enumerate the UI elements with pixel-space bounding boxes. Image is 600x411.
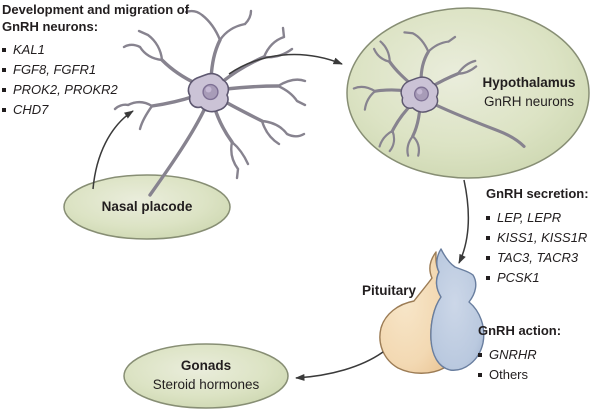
development-migration-gene-list: KAL1 FGF8, FGFR1 PROK2, PROKR2 CHD7 [2,40,202,120]
gene-item: GNRHR [478,345,598,365]
gnrh-secretion-title: GnRH secretion: [486,186,589,201]
bullet-icon [478,373,482,377]
gene-item: KAL1 [2,40,202,60]
gnrh-action-list: GNRHR Others [478,345,598,385]
gene-item: LEP, LEPR [486,208,600,228]
gnrh-action-block: GnRH action: GNRHR Others [478,322,598,385]
neuron-dendrites [148,38,280,197]
hypothalamus-ellipse [346,7,590,179]
gene-item: FGF8, FGFR1 [2,60,202,80]
gene-item: TAC3, TACR3 [486,248,600,268]
bullet-icon [2,108,6,112]
hypothalamus-title: Hypothalamus [482,75,576,90]
neuron-dendrite-tips [113,9,307,180]
gene-item: KISS1, KISS1R [486,228,600,248]
gonads-label: Gonads Steroid hormones [123,356,289,394]
neuron-nucleus [414,86,429,102]
development-migration-block: Development and migration of GnRH neuron… [2,1,202,120]
neuron-nucleus [202,83,219,101]
bullet-icon [486,236,490,240]
gnrh-secretion-gene-list: LEP, LEPR KISS1, KISS1R TAC3, TACR3 PCSK… [486,208,600,288]
gnrh-secretion-block: GnRH secretion: LEP, LEPR KISS1, KISS1R … [486,184,600,288]
arrow-neuron-to-hypothalamus [228,53,343,75]
pituitary-posterior-lobe [430,248,485,371]
bullet-icon [486,216,490,220]
nucleus-highlight [205,86,212,93]
gonads-ellipse [123,343,289,409]
bullet-icon [478,353,482,357]
bullet-icon [486,256,490,260]
pituitary-illustration [379,248,485,374]
neuron-dendrites [373,50,526,149]
nasal-placode-label: Nasal placode [101,199,193,214]
list-item-others: Others [478,365,598,385]
arrow-pituitary-to-gonads [295,351,384,381]
nasal-placode-ellipse [63,174,231,240]
bullet-icon [2,68,6,72]
hypothalamus-subtitle: GnRH neurons [483,94,575,109]
hypothalamus-neuron-illustration [352,31,526,157]
arrow-hypothalamus-to-pituitary [458,179,470,264]
bullet-icon [2,48,6,52]
nucleus-highlight [416,88,423,95]
neuron-dendrite-tips [352,31,478,157]
pituitary-label: Pituitary [362,283,417,298]
bullet-icon [486,276,490,280]
gene-item: PROK2, PROKR2 [2,80,202,100]
gene-item: CHD7 [2,100,202,120]
gonads-title: Gonads [180,358,232,373]
hypothalamus-label: Hypothalamus GnRH neurons [467,73,591,111]
bullet-icon [2,88,6,92]
gene-item: PCSK1 [486,268,600,288]
gnrh-action-title: GnRH action: [478,323,562,338]
arrow-nasal-placode-to-neuron [92,110,134,190]
development-migration-title: Development and migration of GnRH neuron… [2,2,190,34]
gonads-subtitle: Steroid hormones [152,377,260,392]
migrating-neuron-illustration [113,9,307,197]
